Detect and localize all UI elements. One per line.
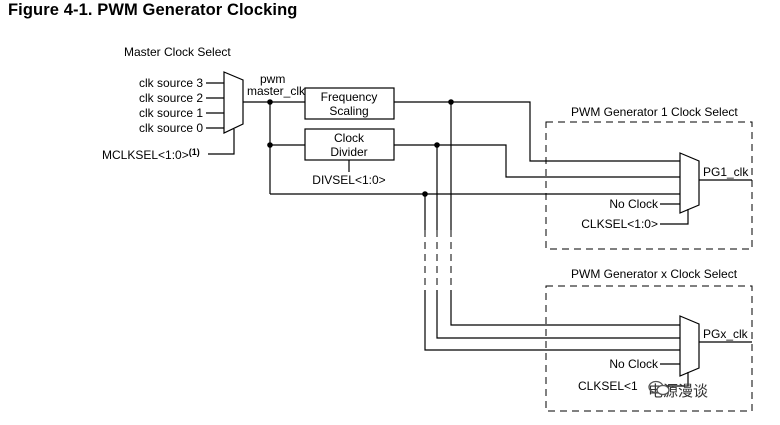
divider-to-pgx-line bbox=[436, 290, 680, 339]
pwm-generator-x-heading: PWM Generator x Clock Select bbox=[571, 267, 738, 281]
pgx-no-clock-label: No Clock bbox=[609, 357, 659, 371]
master-clk-label: master_clk bbox=[247, 84, 306, 98]
frequency-scaling-label-2: Scaling bbox=[329, 104, 368, 118]
wechat-icon bbox=[648, 380, 670, 396]
clock-divider-label-1: Clock bbox=[334, 131, 365, 145]
pwm-label: pwm bbox=[260, 72, 285, 86]
pwm-generator-x-group bbox=[545, 285, 753, 412]
pg1-clock-mux bbox=[679, 152, 700, 214]
master-clock-select-label: Master Clock Select bbox=[124, 45, 231, 59]
watermark: 电源漫谈 bbox=[648, 380, 708, 401]
clock-divider-label-2: Divider bbox=[330, 145, 367, 159]
junction-dot bbox=[267, 99, 273, 105]
mclksel-label: MCLKSEL<1:0>(1) bbox=[102, 147, 200, 162]
pwm-generator-1-heading: PWM Generator 1 Clock Select bbox=[571, 105, 738, 119]
frequency-scaling-block bbox=[304, 87, 395, 120]
pgx-clk-label: PGx_clk bbox=[703, 327, 749, 341]
clk-source-2-label: clk source 2 bbox=[139, 91, 203, 105]
clk-source-3-label: clk source 3 bbox=[139, 76, 203, 90]
master-clock-mux bbox=[223, 71, 244, 134]
pg1-clksel-line bbox=[660, 209, 689, 225]
pgx-clksel-label: CLKSEL<1 bbox=[578, 379, 638, 393]
pgx-clock-mux bbox=[679, 315, 700, 377]
junction-dot bbox=[267, 142, 273, 148]
pg1-no-clock-label: No Clock bbox=[609, 197, 659, 211]
frequency-scaling-label-1: Frequency bbox=[321, 90, 378, 104]
divider-to-pg1-line bbox=[394, 144, 680, 178]
divsel-label: DIVSEL<1:0> bbox=[312, 173, 385, 187]
clk-source-0-label: clk source 0 bbox=[139, 121, 203, 135]
master-to-pgx-line bbox=[424, 290, 680, 351]
pg1-clksel-label: CLKSEL<1:0> bbox=[581, 217, 658, 231]
freq-to-pgx-line bbox=[450, 290, 680, 326]
pg1-clk-label: PG1_clk bbox=[703, 165, 749, 179]
figure-title: Figure 4-1. PWM Generator Clocking bbox=[8, 1, 298, 19]
clk-source-1-label: clk source 1 bbox=[139, 106, 203, 120]
pwm-generator-1-group bbox=[545, 121, 753, 250]
mclksel-line bbox=[208, 129, 235, 155]
pgx-clksel-line bbox=[660, 372, 689, 387]
freq-scaling-to-pg1-line bbox=[394, 101, 680, 162]
